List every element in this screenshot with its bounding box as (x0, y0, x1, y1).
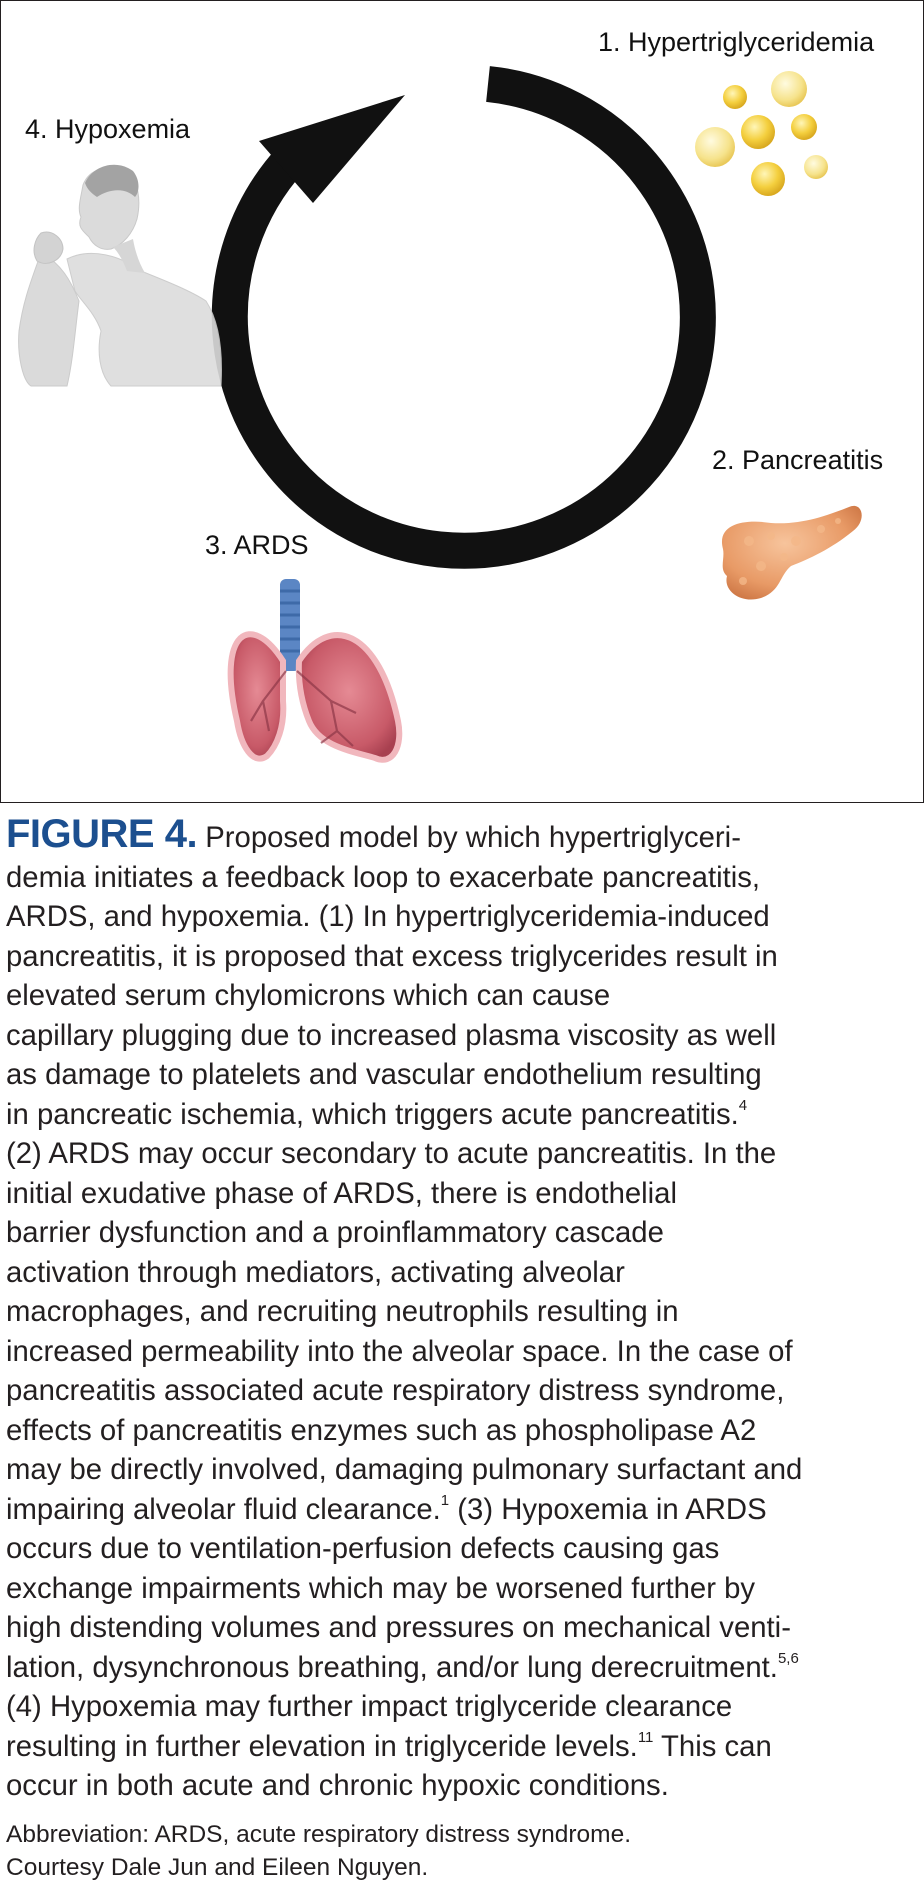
caption-line: effects of pancreatitis enzymes such as … (6, 1413, 757, 1447)
step3-label: 3. ARDS (205, 530, 309, 560)
caption-line: resulting in further elevation in trigly… (6, 1728, 772, 1763)
caption-line: barrier dysfunction and a proinflammator… (6, 1216, 664, 1249)
caption-line: occurs due to ventilation-perfusion defe… (6, 1532, 720, 1565)
caption-line: (4) Hypoxemia may further impact triglyc… (6, 1690, 733, 1723)
citation-superscript: 11 (637, 1728, 654, 1746)
figure-illustration (18, 66, 862, 763)
lungs-icon (227, 579, 403, 763)
caption-line: lation, dysynchronous breathing, and/or … (6, 1649, 799, 1684)
caption-line: initial exudative phase of ARDS, there i… (6, 1176, 677, 1210)
caption-line: occur in both acute and chronic hypoxic … (6, 1769, 669, 1802)
lipid-droplets-icon (695, 71, 828, 196)
courtesy-note: Courtesy Dale Jun and Eileen Nguyen. (6, 1854, 429, 1881)
step2-label: 2. Pancreatitis (712, 445, 884, 475)
caption-line: as damage to platelets and vascular endo… (6, 1058, 762, 1091)
citation-superscript: 1 (440, 1491, 450, 1509)
pancreas-icon (721, 505, 862, 600)
caption-line: impairing alveolar fluid clearance.1 (3)… (6, 1491, 767, 1526)
caption-line: FIGURE 4. Proposed model by which hypert… (6, 812, 741, 856)
figure-panel: 1. Hypertriglyceridemia 2. Pancreatitis … (0, 0, 924, 803)
footnotes: Abbreviation: ARDS, acute respiratory di… (6, 1818, 631, 1884)
caption-line: pancreatitis, it is proposed that excess… (6, 939, 778, 973)
step1-label: 1. Hypertriglyceridemia (598, 27, 875, 57)
caption-line: increased permeability into the alveolar… (6, 1334, 793, 1368)
coughing-man-icon (18, 164, 222, 387)
cycle-arrow-icon (211, 66, 716, 569)
caption-line: high distending volumes and pressures on… (6, 1611, 791, 1644)
abbreviation-note: Abbreviation: ARDS, acute respiratory di… (6, 1821, 632, 1848)
caption-line: (2) ARDS may occur secondary to acute pa… (6, 1137, 777, 1170)
caption-line: demia initiates a feedback loop to exace… (6, 860, 761, 894)
caption-line: exchange impairments which may be worsen… (6, 1571, 756, 1605)
caption-line: ARDS, and hypoxemia. (1) In hypertriglyc… (6, 900, 770, 933)
figure-number: FIGURE 4. (6, 812, 198, 856)
citation-superscript: 4 (738, 1096, 748, 1114)
caption-line: may be directly involved, damaging pulmo… (6, 1453, 803, 1486)
citation-superscript: 5,6 (777, 1649, 799, 1667)
caption-line: in pancreatic ischemia, which triggers a… (6, 1096, 748, 1131)
step4-label: 4. Hypoxemia (25, 114, 191, 144)
figure-caption: FIGURE 4. Proposed model by which hypert… (6, 812, 920, 1806)
caption-line: elevated serum chylomicrons which can ca… (6, 979, 611, 1012)
caption-line: pancreatitis associated acute respirator… (6, 1374, 785, 1407)
caption-line: activation through mediators, activating… (6, 1255, 625, 1289)
caption-line: capillary plugging due to increased plas… (6, 1018, 777, 1052)
caption-line: macrophages, and recruiting neutrophils … (6, 1295, 679, 1328)
